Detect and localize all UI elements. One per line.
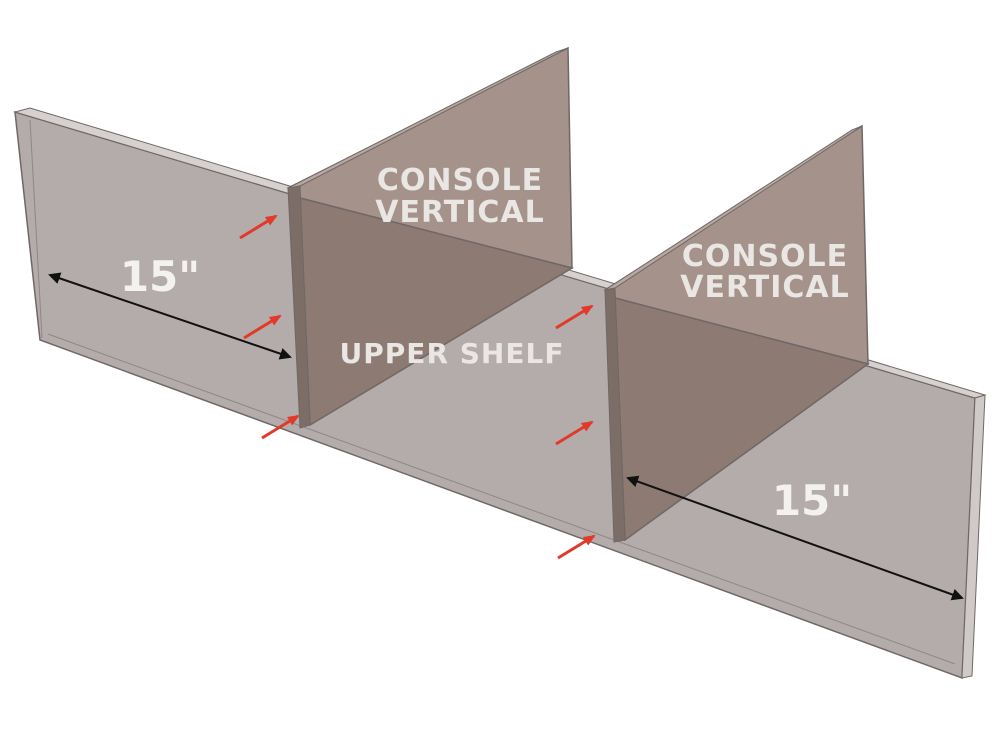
upper-shelf-label: UPPER SHELF	[340, 337, 565, 370]
console-vertical-left: CONSOLE VERTICAL	[286, 46, 574, 429]
dimension-right: 15"	[626, 475, 964, 601]
dimension-right-label: 15"	[772, 476, 852, 525]
fastener-arrow-icon	[555, 304, 594, 330]
fastener-arrows	[239, 214, 596, 560]
dimension-right-line	[626, 475, 964, 601]
fastener-arrow-icon	[239, 214, 278, 240]
fastener-arrow-icon	[555, 420, 594, 446]
dimension-left-label: 15"	[120, 252, 200, 301]
fastener-arrow-icon	[557, 534, 596, 560]
console-vertical-left-label-1: CONSOLE	[377, 163, 543, 198]
console-vertical-right-label-2: VERTICAL	[680, 270, 849, 305]
console-vertical-left-label-2: VERTICAL	[375, 195, 544, 230]
fastener-arrow-icon	[261, 414, 300, 440]
dimension-left-line	[48, 272, 292, 360]
fastener-arrow-icon	[243, 314, 282, 340]
console-vertical-right-label-1: CONSOLE	[682, 239, 848, 274]
dimension-left: 15"	[48, 252, 292, 360]
